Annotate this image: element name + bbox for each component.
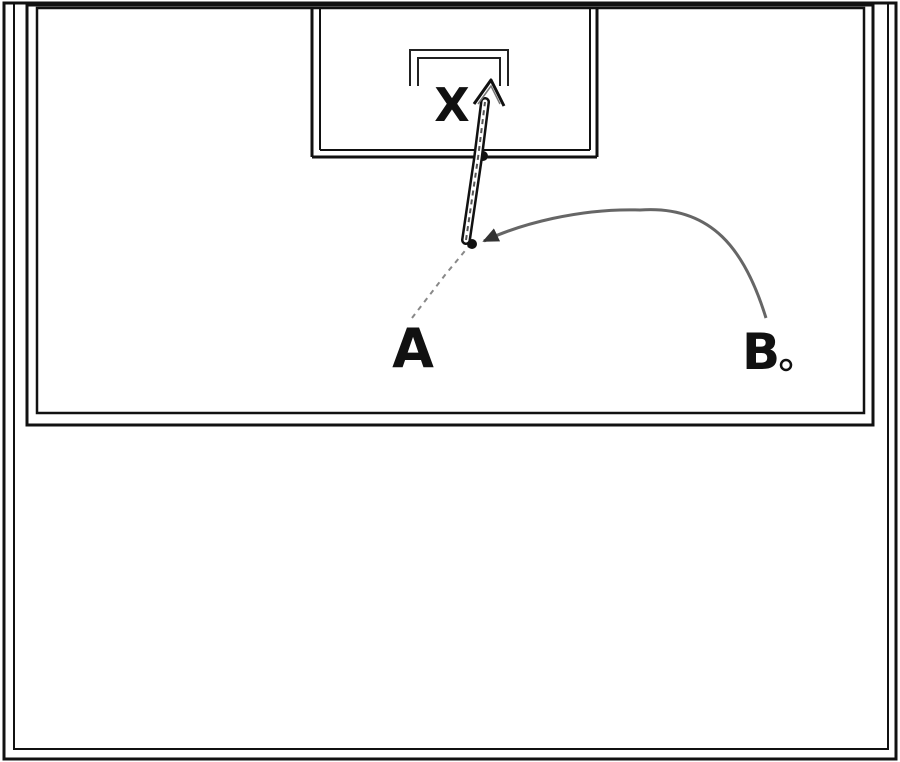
target-bracket	[409, 49, 509, 86]
player-b-label: B	[742, 323, 780, 381]
run-line-a	[411, 245, 470, 319]
player-a-label: A	[392, 317, 434, 380]
goal-area	[310, 8, 599, 159]
target-label: X	[434, 78, 469, 132]
pass-arc-b	[482, 208, 768, 319]
court-boundary	[25, 3, 875, 427]
player-b-marker	[779, 358, 793, 372]
shot-arrow	[461, 78, 506, 245]
